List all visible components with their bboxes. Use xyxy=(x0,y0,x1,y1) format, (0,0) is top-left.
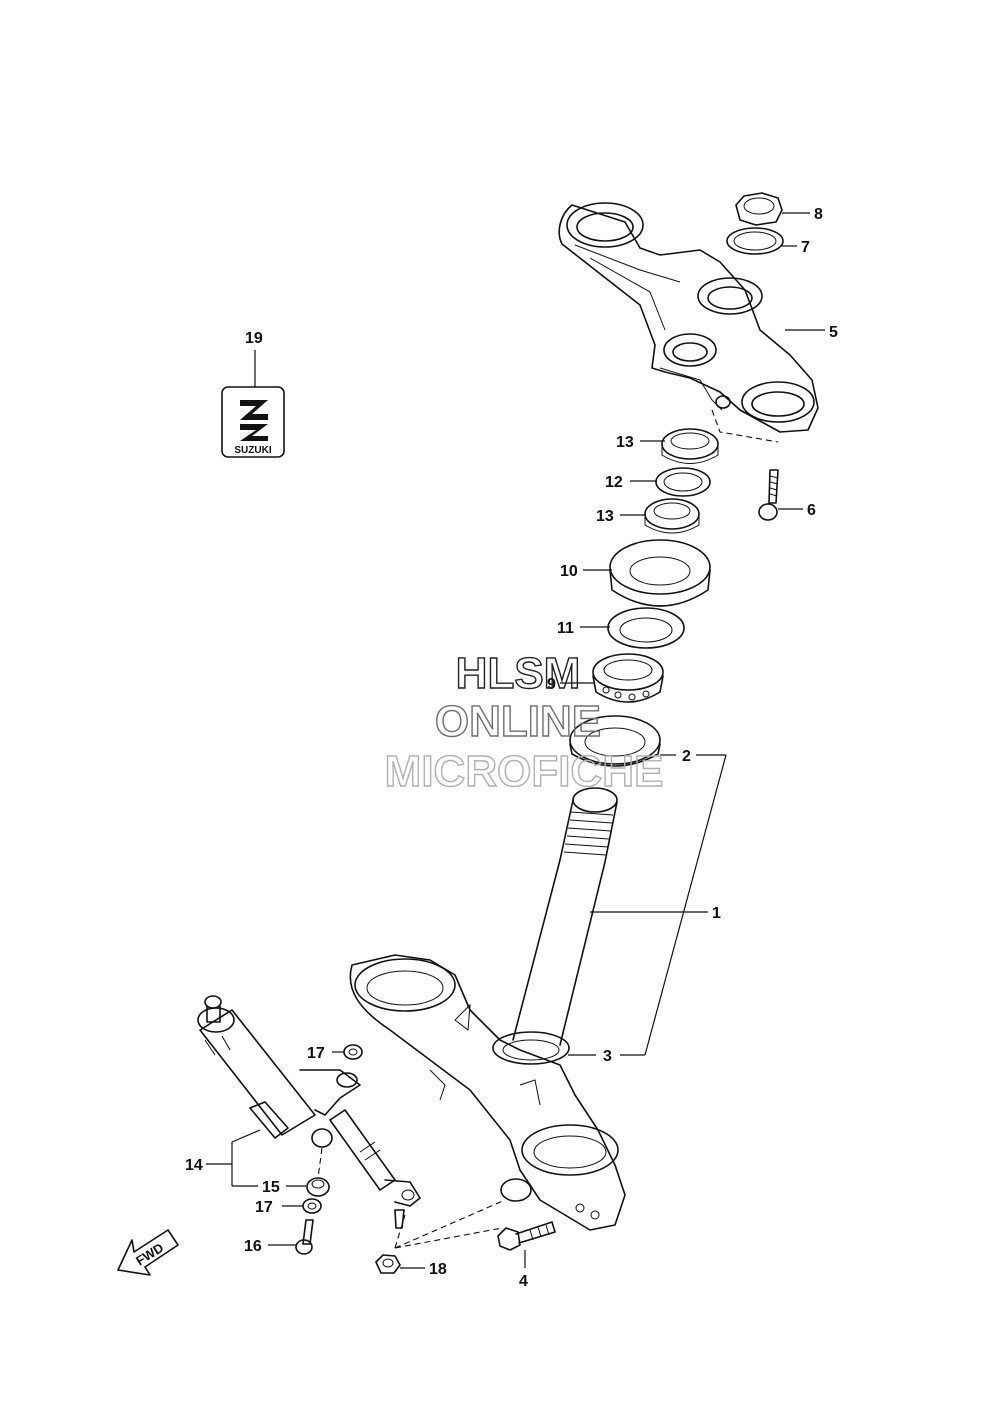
callout-11: 11 xyxy=(557,620,574,637)
bolt-6 xyxy=(758,469,779,521)
callout-14: 14 xyxy=(185,1157,203,1174)
steering-damper xyxy=(197,995,421,1229)
washer-11 xyxy=(607,607,685,649)
callout-13-upper: 13 xyxy=(616,434,634,451)
callout-15: 15 xyxy=(262,1179,280,1196)
watermark-line-1: HLSM xyxy=(456,649,581,698)
washer-7 xyxy=(726,227,784,255)
callout-2: 2 xyxy=(682,748,691,765)
nut-13-lower xyxy=(644,498,700,534)
callout-7: 7 xyxy=(801,239,810,256)
bolt-16 xyxy=(295,1219,314,1255)
callout-17-upper: 17 xyxy=(307,1045,325,1062)
leader-lines xyxy=(206,212,825,1269)
upper-bracket xyxy=(558,202,819,433)
fwd-arrow: FWD xyxy=(117,1229,179,1276)
callout-19: 19 xyxy=(245,330,263,347)
assembly-lines xyxy=(317,409,779,1249)
callout-17-lower: 17 xyxy=(255,1199,273,1216)
watermark-line-3: MICROFICHE xyxy=(385,747,664,796)
callout-16: 16 xyxy=(244,1238,262,1255)
spacer-15 xyxy=(306,1177,330,1197)
callout-5: 5 xyxy=(829,324,838,341)
emblem-brand-text: SUZUKI xyxy=(234,445,271,456)
callout-13-lower: 13 xyxy=(596,508,614,525)
callout-10: 10 xyxy=(560,563,578,580)
callout-4: 4 xyxy=(519,1273,528,1290)
callout-18: 18 xyxy=(429,1261,447,1278)
callout-6: 6 xyxy=(807,502,816,519)
callout-12: 12 xyxy=(605,474,623,491)
bearing-9 xyxy=(592,653,664,703)
bolt-4 xyxy=(497,1221,556,1251)
nut-18 xyxy=(375,1254,401,1274)
washer-12 xyxy=(655,467,711,497)
washer-17-lower xyxy=(302,1198,322,1214)
steering-stem-lower-bracket xyxy=(349,787,626,1231)
bearing-race-2 xyxy=(569,715,661,767)
dust-seal-10 xyxy=(609,539,711,607)
nut-13-upper xyxy=(661,428,719,464)
suzuki-emblem: SUZUKI xyxy=(221,386,285,458)
steering-stem-nut xyxy=(735,192,783,226)
callout-3: 3 xyxy=(603,1048,612,1065)
callout-8: 8 xyxy=(814,206,823,223)
watermark-line-2: ONLINE xyxy=(435,697,601,746)
callout-labels: 8 7 5 6 13 12 13 10 11 9 2 1 3 17 14 15 … xyxy=(185,206,838,1290)
callout-9: 9 xyxy=(547,676,556,693)
washer-17-upper xyxy=(343,1044,363,1060)
callout-1: 1 xyxy=(712,905,721,922)
watermark: HLSM ONLINE MICROFICHE xyxy=(384,648,664,796)
